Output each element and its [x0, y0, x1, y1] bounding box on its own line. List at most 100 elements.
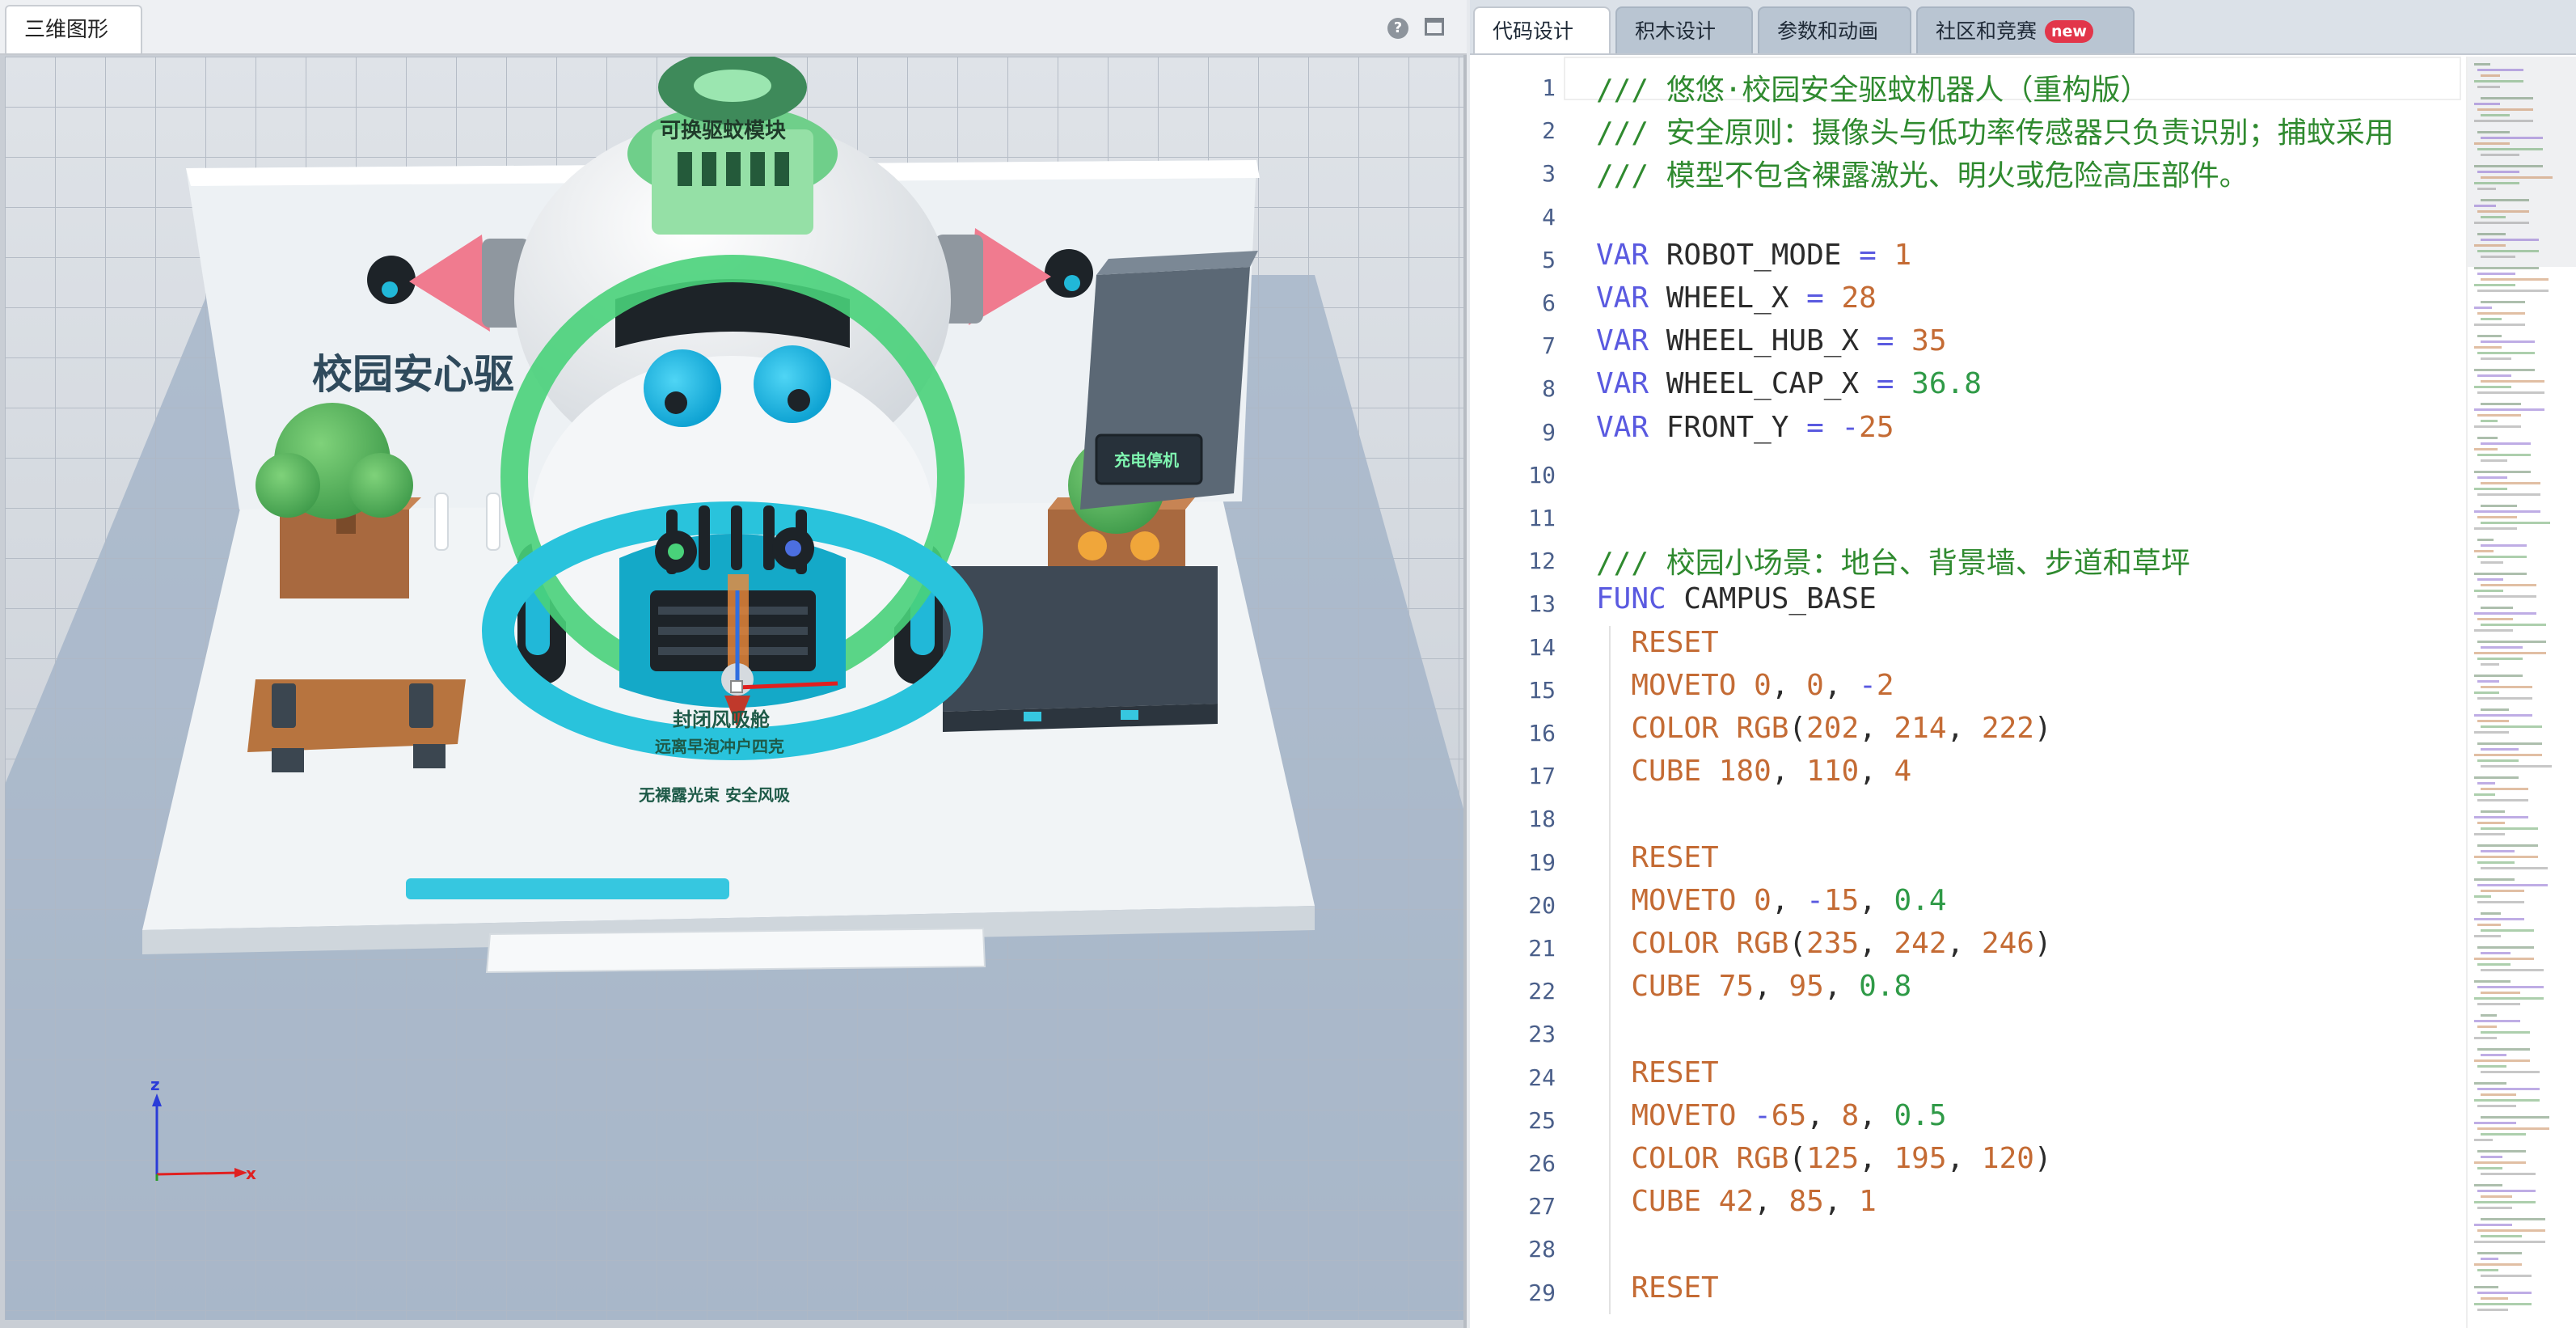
code-line[interactable]: VAR ROBOT_MODE = 1 — [1596, 239, 1911, 272]
minimap-line — [2481, 1031, 2530, 1034]
code-line[interactable]: /// 校园小场景：地台、背景墙、步道和草坪 — [1596, 539, 2190, 582]
code-line[interactable]: /// 安全原则：摄像头与低功率传感器只负责识别；捕蚊采用 — [1596, 109, 2394, 151]
code-line[interactable]: VAR WHEEL_HUB_X = 35 — [1596, 324, 1947, 357]
new-badge: new — [2045, 20, 2093, 43]
maximize-icon[interactable] — [1425, 18, 1444, 36]
minimap-line — [2474, 471, 2531, 473]
bench-arm — [272, 683, 296, 728]
code-line[interactable]: RESET — [1596, 1056, 1718, 1089]
code-token: VAR — [1596, 238, 1649, 272]
code-line[interactable]: COLOR RGB(235, 242, 246) — [1596, 927, 2052, 960]
code-line[interactable]: /// 悠悠·校园安全驱蚊机器人（重构版） — [1596, 66, 2149, 108]
code-token: 110 — [1806, 755, 1860, 789]
minimap-line — [2481, 137, 2543, 139]
minimap-line — [2481, 646, 2523, 649]
code-line[interactable]: MOVETO 0, 0, -2 — [1596, 669, 1894, 702]
line-number: 10 — [1528, 461, 1556, 488]
code-token: 1 — [1859, 1185, 1877, 1219]
code-token: WHEEL_CAP_X — [1649, 367, 1877, 401]
code-line[interactable]: /// 模型不包含裸露激光、明火或危险高压部件。 — [1596, 152, 2249, 194]
line-number: 16 — [1528, 720, 1556, 746]
module-slot — [678, 152, 692, 186]
code-token — [1877, 239, 1894, 272]
code-token: VAR — [1596, 324, 1649, 358]
help-icon[interactable]: ? — [1387, 18, 1408, 39]
tab-3d-view[interactable]: 三维图形 — [5, 5, 142, 53]
line-number: 22 — [1528, 978, 1556, 1005]
code-line[interactable]: FUNC CAMPUS_BASE — [1596, 582, 1877, 615]
minimap-line — [2477, 618, 2513, 620]
code-token: = — [1859, 238, 1877, 272]
code-token: 25 — [1859, 410, 1894, 444]
gizmo-origin[interactable] — [730, 680, 743, 693]
line-number: 12 — [1528, 548, 1556, 575]
minimap-line — [2474, 80, 2523, 82]
code-token: = — [1876, 324, 1894, 358]
minimap-line — [2477, 720, 2509, 722]
code-token: 214 — [1894, 712, 1947, 745]
minimap-line — [2481, 544, 2527, 547]
code-token: COLOR RGB — [1596, 712, 1789, 745]
minimap-line — [2477, 844, 2538, 847]
code-token: , — [1823, 668, 1860, 702]
sensor-post — [699, 505, 710, 570]
minimap-line — [2481, 1258, 2498, 1260]
tab-block-design-label: 积木设计 — [1635, 19, 1717, 43]
code-area[interactable]: /// 悠悠·校园安全驱蚊机器人（重构版）/// 安全原则：摄像头与低功率传感器… — [1596, 57, 2461, 1328]
minimap-line — [2481, 74, 2500, 77]
tab-block-design[interactable]: 积木设计 — [1615, 6, 1753, 53]
code-line[interactable]: MOVETO 0, -15, 0.4 — [1596, 883, 1946, 917]
code-line[interactable]: CUBE 42, 85, 1 — [1596, 1185, 1877, 1218]
code-token: ) — [2033, 927, 2052, 960]
wall-label: 校园安心驱 — [312, 350, 514, 398]
minimap-line — [2474, 935, 2501, 937]
minimap-line — [2481, 850, 2515, 852]
code-line[interactable]: VAR WHEEL_X = 28 — [1596, 281, 1877, 315]
minimap-line — [2477, 391, 2544, 394]
code-line[interactable]: RESET — [1596, 841, 1718, 874]
line-number: 6 — [1542, 290, 1556, 316]
minimap-line — [2477, 171, 2519, 173]
code-line[interactable]: VAR WHEEL_CAP_X = 36.8 — [1596, 367, 1982, 400]
minimap-line — [2481, 505, 2517, 507]
code-line[interactable]: CUBE 75, 95, 0.8 — [1596, 970, 1911, 1003]
tab-params-animation[interactable]: 参数和动画 — [1758, 6, 1911, 53]
code-line[interactable]: COLOR RGB(202, 214, 222) — [1596, 712, 2051, 745]
3d-viewport[interactable]: 校园安心驱 — [5, 57, 1463, 1320]
3d-scene[interactable]: 校园安心驱 — [5, 57, 1463, 1320]
gizmo-x-axis[interactable] — [737, 681, 838, 690]
line-number: 17 — [1528, 763, 1556, 790]
code-line[interactable]: RESET — [1596, 626, 1718, 659]
minimap-line — [2474, 324, 2525, 326]
minimap-line — [2474, 754, 2542, 756]
code-line[interactable]: RESET — [1596, 1271, 1718, 1305]
tab-code-design[interactable]: 代码设计 — [1473, 6, 1611, 53]
charge-tower-top — [1096, 251, 1258, 275]
code-token: - — [1754, 1098, 1772, 1132]
minimap-line — [2477, 697, 2532, 700]
code-line[interactable]: CUBE 180, 110, 4 — [1596, 755, 1911, 788]
minimap[interactable] — [2466, 57, 2576, 1328]
minimap-viewport[interactable] — [2468, 57, 2576, 267]
right-ear-cap — [1045, 249, 1093, 298]
minimap-line — [2474, 1286, 2498, 1288]
line-number: 26 — [1528, 1150, 1556, 1177]
minimap-line — [2477, 578, 2503, 581]
left-ear-light — [382, 281, 398, 298]
front-step — [485, 927, 986, 974]
code-line[interactable]: COLOR RGB(125, 195, 120) — [1596, 1142, 2051, 1175]
code-token: MOVETO — [1596, 883, 1755, 917]
minimap-line — [2477, 352, 2535, 354]
line-number: 19 — [1528, 848, 1556, 876]
minimap-line — [2481, 380, 2544, 383]
code-line[interactable]: VAR FRONT_Y = -25 — [1596, 411, 1894, 444]
minimap-line — [2474, 488, 2507, 490]
minimap-line — [2474, 448, 2498, 450]
code-line[interactable]: MOVETO -65, 8, 0.5 — [1596, 1098, 1946, 1132]
code-token: 242 — [1894, 927, 1947, 960]
code-token: ( — [1788, 1142, 1807, 1175]
minimap-line — [2477, 986, 2544, 988]
axis-x-line — [156, 1171, 240, 1176]
